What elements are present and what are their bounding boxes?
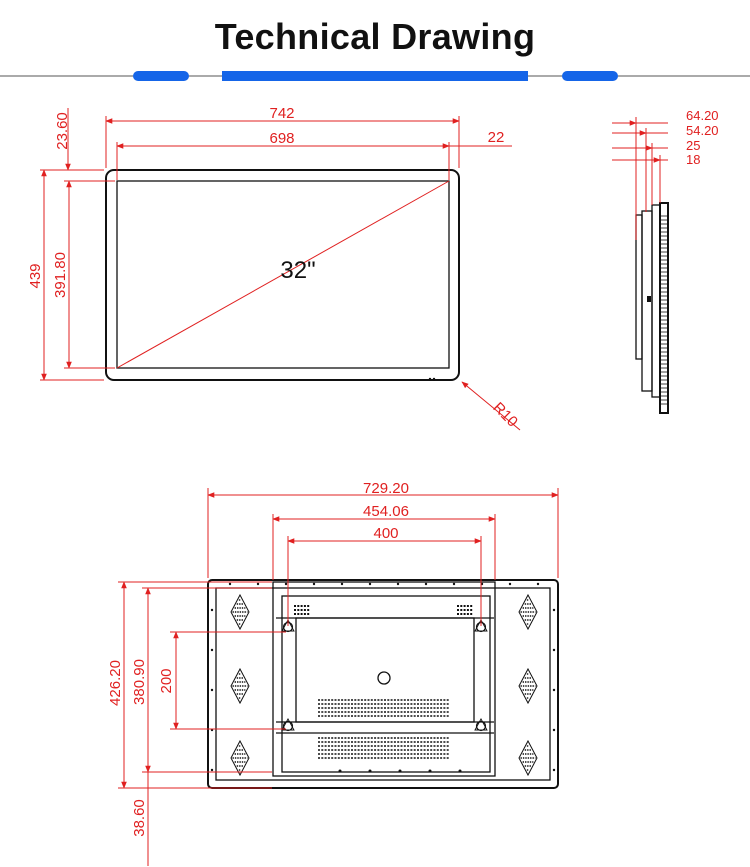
speaker-diamond: [518, 593, 538, 631]
dim-corner-radius: R10: [489, 399, 520, 430]
dim-back-height-total: 426.20: [107, 660, 124, 706]
screw-dot: [228, 582, 232, 586]
vesa-hole-keyslot: [281, 619, 295, 632]
side-back: [651, 204, 661, 398]
screw-dot: [552, 608, 556, 612]
vesa-hole-keyslot: [474, 619, 488, 632]
accent-bar-left: [133, 71, 189, 81]
vesa-hole-keyslot: [281, 718, 295, 731]
dim-width-outer: 742: [269, 105, 294, 122]
back-center-hole: [377, 671, 391, 685]
screw-dot: [340, 582, 344, 586]
speaker-diamond: [230, 593, 250, 631]
side-dim-4: 18: [686, 152, 700, 167]
screw-dot: [210, 648, 214, 652]
speaker-diamond: [230, 667, 250, 705]
back-bracket-inner: [281, 595, 491, 773]
screw-dot: [552, 768, 556, 772]
speaker-diamond: [518, 739, 538, 777]
vesa-hole-keyslot: [474, 718, 488, 731]
screw-dot: [312, 582, 316, 586]
page-title: Technical Drawing: [214, 16, 536, 57]
side-stand-plate: [635, 214, 643, 360]
connector-dot: [398, 769, 402, 773]
dim-back-width-bracket: 454.06: [363, 503, 409, 520]
back-view: 729.20 454.06 400 426.20 380.90 200 38.6…: [107, 480, 559, 866]
screw-dot: [368, 582, 372, 586]
front-view: 32" 742 698 22 23.60 439 391.80 R10: [27, 105, 521, 431]
screw-dot: [424, 582, 428, 586]
connector-dot: [368, 769, 372, 773]
accent-bar-center: [222, 71, 528, 81]
speaker-diamond: [230, 739, 250, 777]
connector-dot: [428, 769, 432, 773]
screw-dot: [396, 582, 400, 586]
back-bracket-plate: [272, 581, 496, 777]
side-dim-1: 64.20: [686, 108, 719, 123]
screw-dot: [536, 582, 540, 586]
screw-dot: [210, 768, 214, 772]
screw-dot: [552, 648, 556, 652]
back-vesa-frame: [295, 617, 475, 723]
screw-dot: [452, 582, 456, 586]
screw-dot: [284, 582, 288, 586]
screw-dot: [552, 688, 556, 692]
front-screen-area: [116, 180, 450, 369]
dim-width-inner: 698: [269, 130, 294, 147]
connector-dot: [458, 769, 462, 773]
vesa-hole: [282, 720, 294, 732]
vesa-hole: [475, 720, 487, 732]
front-diagonal: [116, 180, 450, 369]
connector-dot: [338, 769, 342, 773]
screw-dot: [256, 582, 260, 586]
side-front-panel: [659, 202, 669, 414]
screen-size-label: 32": [280, 257, 315, 284]
dim-height-inner: 391.80: [52, 252, 69, 298]
side-dim-3: 25: [686, 138, 700, 153]
side-dim-2: 54.20: [686, 123, 719, 138]
speaker-diamond: [518, 667, 538, 705]
screw-dot: [210, 688, 214, 692]
dim-back-vesa-v: 200: [158, 668, 175, 693]
screw-dot: [210, 608, 214, 612]
dim-top-offset: 23.60: [54, 112, 71, 150]
dim-bezel-right: 22: [488, 129, 505, 146]
screw-dot: [508, 582, 512, 586]
back-housing-outline: [207, 579, 559, 789]
header-divider: [0, 71, 750, 81]
screw-dot: [552, 728, 556, 732]
accent-bar-right: [562, 71, 618, 81]
front-bezel-outline: [105, 169, 460, 381]
dim-height-outer: 439: [27, 263, 44, 288]
dim-back-width-total: 729.20: [363, 480, 409, 497]
dim-back-height-bracket: 380.90: [131, 659, 148, 705]
dim-back-bottom-offset: 38.60: [131, 799, 148, 837]
side-view: 64.20 54.20 25 18: [612, 108, 719, 414]
dim-back-vesa-h: 400: [373, 525, 398, 542]
